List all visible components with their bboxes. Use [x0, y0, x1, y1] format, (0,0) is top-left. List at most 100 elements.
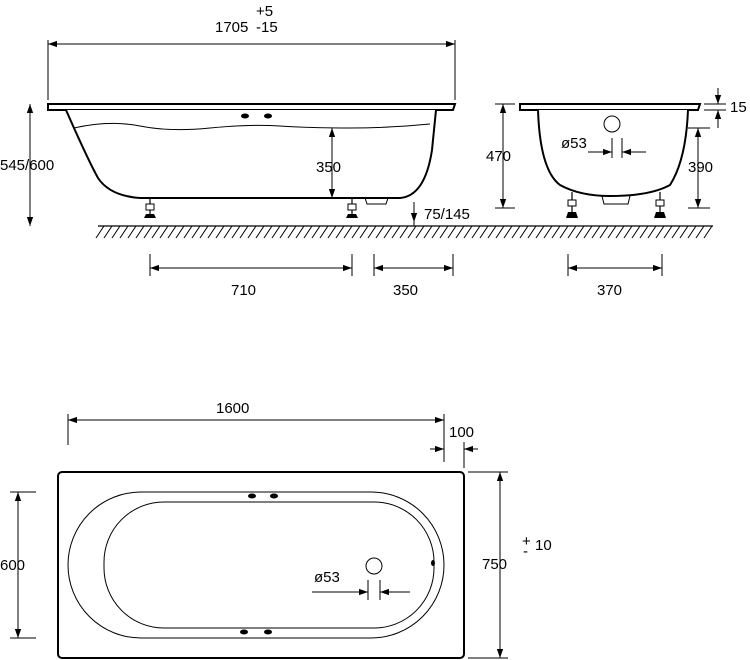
top-outer-width-label: 750	[482, 556, 507, 573]
top-drain-diameter-label: ø53	[314, 569, 340, 586]
length-tol-minus: -15	[256, 19, 278, 36]
hatch-stroke	[567, 225, 577, 239]
hatch-stroke	[375, 225, 385, 239]
hatch-stroke	[239, 225, 249, 239]
end-drain-diameter-label: ø53	[561, 135, 587, 152]
hatch-stroke	[591, 225, 601, 239]
hatch-stroke	[271, 225, 281, 239]
hatch-stroke	[215, 225, 225, 239]
hatch-stroke	[127, 225, 137, 239]
hatch-stroke	[199, 225, 209, 239]
hatch-stroke	[487, 225, 497, 239]
feet-offset-label: 350	[393, 282, 418, 299]
hatch-stroke	[223, 225, 233, 239]
end-feet-spacing-label: 370	[597, 282, 622, 299]
top-overflow	[431, 560, 435, 566]
top-inner-rim	[67, 491, 445, 639]
hatch-stroke	[695, 225, 705, 239]
hatch-stroke	[439, 225, 449, 239]
side-tub-body	[65, 109, 437, 199]
hatch-stroke	[415, 225, 425, 239]
length-tol-plus: +5	[256, 3, 273, 20]
hatch-stroke	[391, 225, 401, 239]
hatch-stroke	[167, 225, 177, 239]
side-tub-rim	[47, 103, 457, 111]
hatch-stroke	[119, 225, 129, 239]
end-rim-label: 15	[730, 99, 747, 116]
hatch-stroke	[431, 225, 441, 239]
hatch-stroke	[247, 225, 257, 239]
hatch-stroke	[519, 225, 529, 239]
hatch-stroke	[703, 225, 713, 239]
end-view: ø53 470 15 390 370	[486, 88, 747, 299]
end-foot-left	[566, 192, 578, 218]
side-foot-right	[346, 198, 358, 218]
hatch-stroke	[607, 225, 617, 239]
hatch-stroke	[471, 225, 481, 239]
hatch-stroke	[191, 225, 201, 239]
end-foot-right	[654, 192, 666, 218]
top-hole-4	[264, 629, 272, 635]
hatch-stroke	[631, 225, 641, 239]
hatch-stroke	[135, 225, 145, 239]
top-width-tol-plus: +	[522, 533, 531, 550]
feet-height-label: 75/145	[424, 206, 470, 223]
hatch-stroke	[351, 225, 361, 239]
hatch-stroke	[639, 225, 649, 239]
water-depth-label: 350	[316, 159, 341, 176]
hatch-stroke	[535, 225, 545, 239]
top-hole-1	[248, 493, 256, 499]
hatch-stroke	[575, 225, 585, 239]
hatch-stroke	[151, 225, 161, 239]
height-label: 545/600	[0, 157, 54, 174]
hatch-stroke	[183, 225, 193, 239]
hatch-stroke	[671, 225, 681, 239]
top-inner-length-label: 1600	[216, 400, 249, 417]
hatch-stroke	[231, 225, 241, 239]
hatch-stroke	[103, 225, 113, 239]
hatch-stroke	[311, 225, 321, 239]
top-width-tol-minus: -	[523, 543, 528, 560]
end-tub-body	[537, 109, 689, 198]
hatch-stroke	[479, 225, 489, 239]
hatch-stroke	[303, 225, 313, 239]
length-label: 1705	[215, 19, 248, 36]
hatch-stroke	[503, 225, 513, 239]
hatch-stroke	[287, 225, 297, 239]
hatch-stroke	[679, 225, 689, 239]
hatch-stroke	[95, 225, 105, 239]
top-drain-circle	[365, 557, 383, 575]
hatch-stroke	[599, 225, 609, 239]
side-water-wave	[73, 122, 431, 131]
hatch-stroke	[263, 225, 273, 239]
side-drain-fitting	[364, 197, 389, 205]
hatch-stroke	[527, 225, 537, 239]
hatch-stroke	[383, 225, 393, 239]
top-offset-label: 100	[449, 424, 474, 441]
top-hole-3	[240, 629, 248, 635]
hatch-stroke	[543, 225, 553, 239]
top-hole-2	[270, 493, 278, 499]
top-view: ø53 1600 100 600 750 + - 10	[0, 400, 552, 659]
top-outer-rim	[57, 471, 465, 659]
overflow-hole-1	[241, 113, 249, 119]
hatch-stroke	[647, 225, 657, 239]
end-drain-fitting	[601, 195, 631, 205]
feet-spacing-label: 710	[231, 282, 256, 299]
hatch-stroke	[583, 225, 593, 239]
side-view: 1705 +5 -15 545/600 350 75/145 710 350	[0, 3, 713, 299]
hatch-stroke	[359, 225, 369, 239]
hatch-stroke	[343, 225, 353, 239]
hatch-stroke	[367, 225, 377, 239]
end-overflow-circle	[603, 115, 621, 133]
hatch-stroke	[511, 225, 521, 239]
hatch-stroke	[295, 225, 305, 239]
hatch-stroke	[335, 225, 345, 239]
hatch-stroke	[447, 225, 457, 239]
side-foot-left	[144, 198, 156, 218]
hatch-stroke	[551, 225, 561, 239]
hatch-stroke	[455, 225, 465, 239]
top-inner-width-label: 600	[0, 557, 25, 574]
end-depth-label: 470	[486, 148, 511, 165]
